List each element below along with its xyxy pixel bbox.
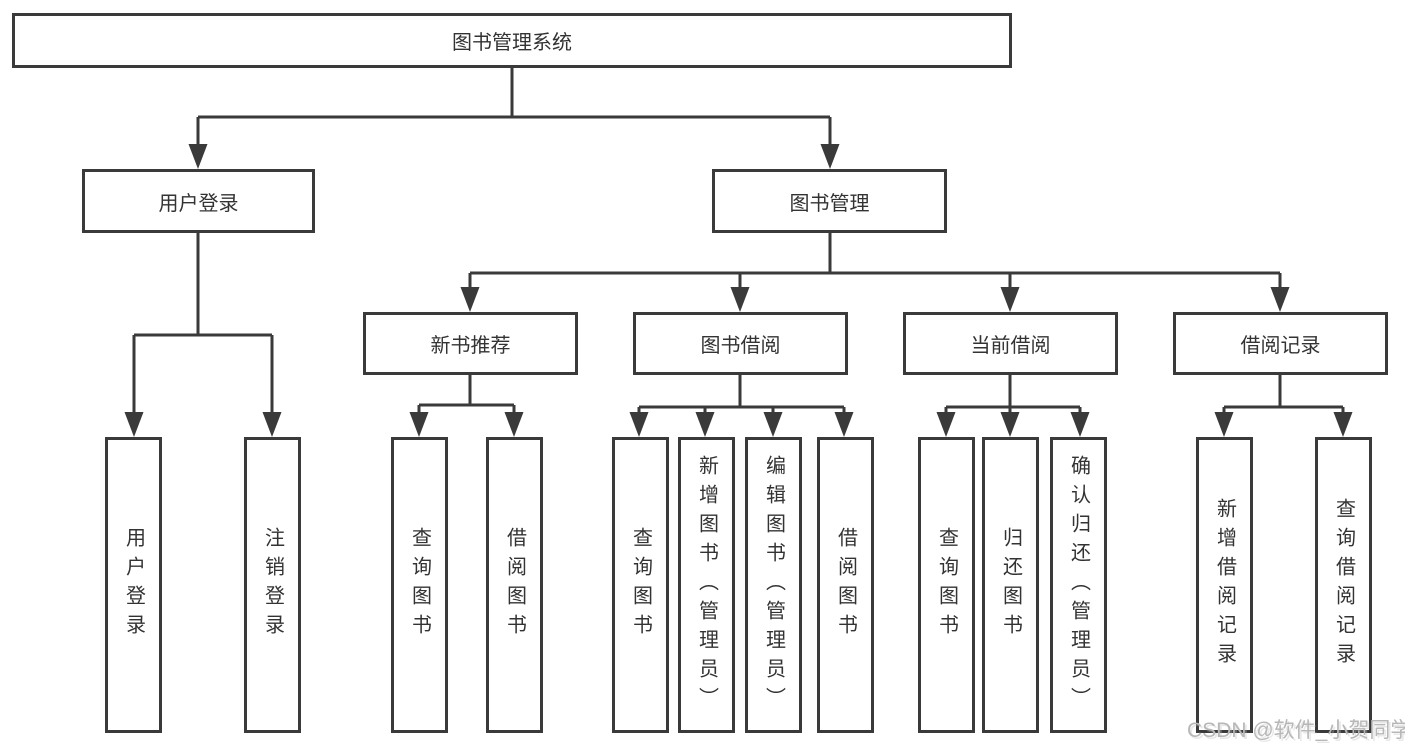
- node-borrowing-records: 借阅记录: [1173, 312, 1388, 375]
- csdn-watermark: CSDN @软件_小贺同学: [1187, 719, 1405, 742]
- node-user-login: 用户登录: [82, 169, 315, 233]
- node-book-management-label: 图书管理: [789, 192, 870, 215]
- leaf-borrowing-query-books-label: 查询图书: [629, 527, 652, 643]
- leaf-borrowing-query-books: 查询图书: [612, 437, 669, 733]
- leaf-recommend-query-books: 查询图书: [391, 437, 448, 733]
- node-book-management: 图书管理: [712, 169, 947, 233]
- leaf-edit-books-admin-label: 编辑图书（管理员）: [762, 454, 785, 716]
- arrowheads: [124, 144, 1353, 437]
- leaf-current-query-books-label: 查询图书: [935, 527, 958, 643]
- node-user-login-label: 用户登录: [158, 192, 239, 215]
- leaf-user-login-label: 用户登录: [122, 527, 145, 643]
- leaf-user-login: 用户登录: [105, 437, 162, 733]
- leaf-query-borrow-record-label: 查询借阅记录: [1332, 498, 1355, 672]
- node-root-label: 图书管理系统: [452, 32, 572, 54]
- leaf-recommend-query-books-label: 查询图书: [408, 527, 431, 643]
- leaf-add-borrow-record-label: 新增借阅记录: [1213, 498, 1236, 672]
- leaf-return-books-label: 归还图书: [999, 527, 1022, 643]
- leaf-current-query-books: 查询图书: [918, 437, 975, 733]
- node-borrowing-records-label: 借阅记录: [1240, 335, 1321, 357]
- leaf-logout-label: 注销登录: [261, 527, 284, 643]
- leaf-confirm-return-admin-label: 确认归还（管理员）: [1067, 454, 1090, 716]
- leaf-return-books: 归还图书: [982, 437, 1039, 733]
- node-new-book-recommend-label: 新书推荐: [430, 335, 511, 357]
- leaf-query-borrow-record: 查询借阅记录: [1315, 437, 1372, 733]
- leaf-add-books-admin: 新增图书（管理员）: [678, 437, 735, 733]
- node-new-book-recommend: 新书推荐: [363, 312, 578, 375]
- node-book-borrowing: 图书借阅: [633, 312, 848, 375]
- leaf-recommend-borrow-books-label: 借阅图书: [503, 527, 526, 643]
- leaf-add-books-admin-label: 新增图书（管理员）: [695, 454, 718, 716]
- node-current-borrowing: 当前借阅: [903, 312, 1118, 375]
- leaf-edit-books-admin: 编辑图书（管理员）: [745, 437, 802, 733]
- leaf-logout: 注销登录: [244, 437, 301, 733]
- leaf-confirm-return-admin: 确认归还（管理员）: [1050, 437, 1107, 733]
- leaf-add-borrow-record: 新增借阅记录: [1196, 437, 1253, 733]
- node-root: 图书管理系统: [12, 13, 1012, 68]
- leaf-borrowing-borrow-books-label: 借阅图书: [834, 527, 857, 643]
- node-book-borrowing-label: 图书借阅: [700, 335, 781, 357]
- node-current-borrowing-label: 当前借阅: [970, 335, 1051, 357]
- leaf-borrowing-borrow-books: 借阅图书: [817, 437, 874, 733]
- leaf-recommend-borrow-books: 借阅图书: [486, 437, 543, 733]
